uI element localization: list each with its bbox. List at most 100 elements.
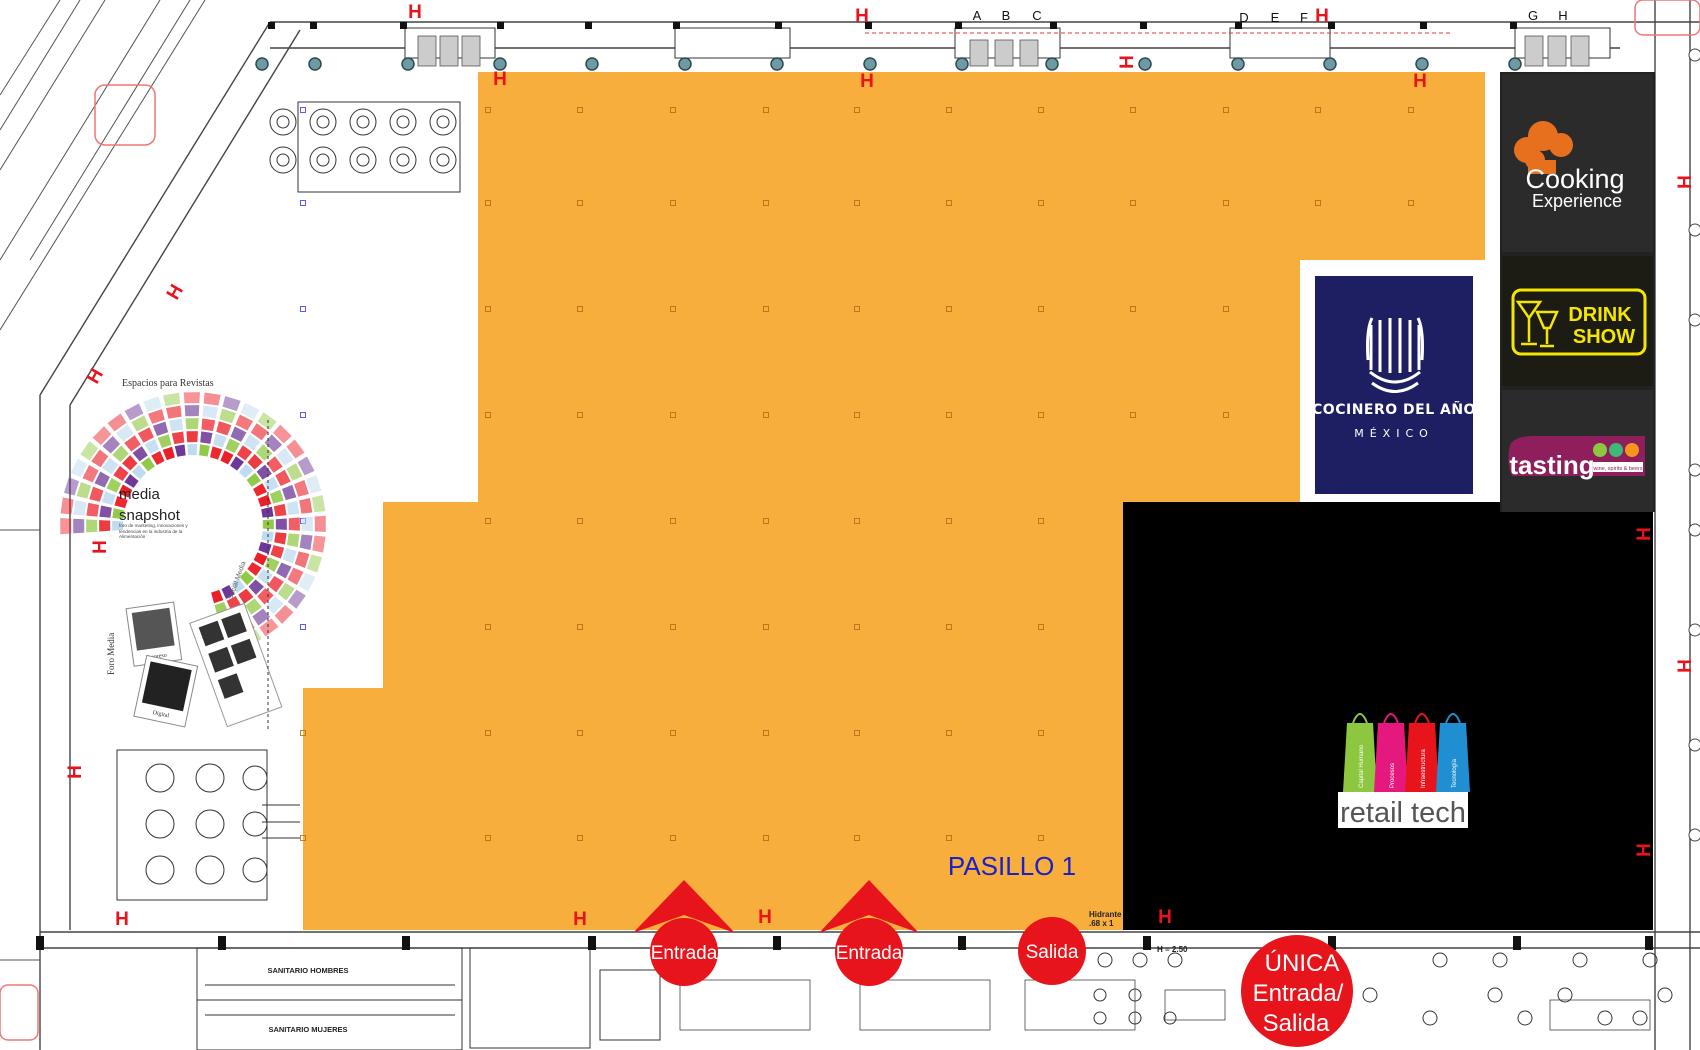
grid-column-marker [763,306,769,312]
grid-column-marker [1223,412,1229,418]
color-wheel-segment [118,484,133,498]
gate-letter-f: F [1300,10,1308,25]
round-tables-top-left [269,101,461,193]
grid-column-marker [1038,624,1044,630]
retail-bag-2: Procesos [1374,713,1408,792]
grid-column-marker [1038,306,1044,312]
media-snapshot-area: Espacios para Revistas media snapshot fo… [60,378,326,730]
grid-column-marker [670,200,676,206]
color-wheel-segment [246,472,261,487]
gate-letter-c: C [1032,8,1041,23]
color-wheel-segment [274,532,287,545]
grid-column-marker [300,306,306,312]
color-wheel-segment [91,449,109,468]
color-wheel-segment [286,533,300,548]
height-note: H = 2.50 [1157,945,1188,954]
hydrant-marker: H [1675,659,1696,673]
color-wheel-segment [216,421,232,436]
retail-bag-4: Tecnología [1436,713,1470,792]
grid-column-marker [1408,107,1414,113]
retail-bag-label: Capital Humano [1359,744,1365,788]
grid-column-marker [946,200,952,206]
grid-column-marker [854,200,860,206]
grid-column-marker [577,624,583,630]
color-wheel-segment [168,418,183,432]
color-wheel-segment [273,424,292,444]
color-wheel-segment [294,551,310,569]
grid-column-marker [300,200,306,206]
grid-column-marker [946,730,952,736]
color-wheel-segment [267,575,284,593]
chef-hat-icon [1514,121,1573,174]
color-wheel-segment [312,535,326,553]
color-wheel-segment [236,445,253,461]
color-wheel-segment [73,500,87,516]
grid-column-marker [1130,200,1136,206]
color-wheel-segment [76,481,92,499]
color-wheel-segment [270,545,285,559]
color-wheel-segment [144,439,160,454]
color-wheel-segment [137,427,154,443]
grid-column-marker [485,518,491,524]
color-wheel-segment [252,608,271,626]
grid-column-marker [670,835,676,841]
color-wheel-segment [239,570,255,586]
salida-label: Salida [1026,942,1079,963]
hydrant-marker: H [83,365,108,387]
color-wheel-segment [264,476,279,492]
color-wheel-segment [250,423,269,441]
color-wheel-segment [243,434,261,451]
color-wheel-segment [264,434,283,453]
color-wheel-segment [213,433,227,448]
color-wheel-segment [80,441,99,461]
color-wheel-segment [157,434,172,449]
color-wheel-segment [132,446,148,462]
color-wheel-segment [185,418,199,430]
drink-line1: DRINK [1568,304,1632,326]
entrada-2-label: Entrada [836,943,903,964]
color-wheel-segment [124,474,139,488]
men-restroom-label: SANITARIO HOMBRES [267,966,348,975]
gate-letters: A B C D E F G H [973,8,1568,25]
grid-column-marker [1038,730,1044,736]
color-wheel-segment [286,439,305,459]
color-wheel-segment [235,414,253,431]
color-wheel-segment [183,392,200,404]
hydrant-marker: H [163,281,188,303]
color-wheel-segment [238,463,254,479]
grid-column-marker [577,107,583,113]
color-wheel-segment [102,435,121,454]
gate-letter-h: H [1558,8,1567,23]
color-wheel-segment [287,589,306,609]
chef-toque-icon [1366,317,1424,393]
media-title-1: media [119,486,161,503]
color-wheel-segment [311,495,326,513]
grid-column-marker [854,412,860,418]
wine-drop-icons [1593,443,1639,457]
hydrant-note-2: .68 x 1 [1089,919,1114,928]
color-wheel-segment [314,515,326,532]
grid-column-marker [670,412,676,418]
color-wheel-segment [143,396,162,412]
grid-column-marker [670,624,676,630]
grid-column-marker [485,107,491,113]
tasting-subtitle: wine, spirits & beers [1592,466,1642,472]
grid-column-marker [485,624,491,630]
grid-column-marker [1130,107,1136,113]
cooking-experience-panel: Cooking Experience [1502,74,1653,252]
grid-column-marker [1130,306,1136,312]
color-wheel-segment [63,477,80,496]
grid-column-marker [854,835,860,841]
grid-column-marker [946,107,952,113]
color-wheel-segment [230,426,247,442]
grid-column-marker [1038,518,1044,524]
color-wheel-segment [261,506,274,518]
color-wheel-segment [240,402,260,420]
grid-column-marker [1315,200,1321,206]
color-wheel-segment [253,552,268,566]
grid-column-marker [670,107,676,113]
aisle-label: PASILLO 1 [948,851,1076,881]
exhibit-floor-orange [303,72,1485,930]
